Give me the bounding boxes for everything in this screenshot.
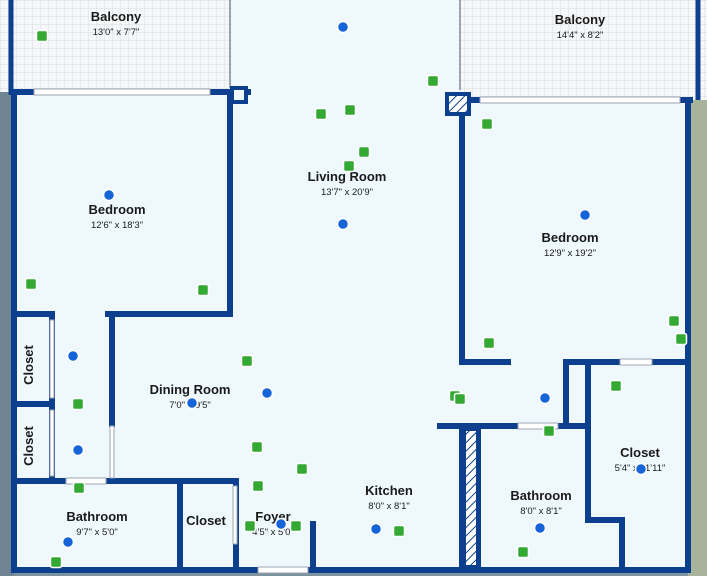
room-dimensions: 8'0" x 8'1" (520, 506, 562, 517)
room-name: Bathroom (66, 509, 127, 524)
photo-marker-blue[interactable] (538, 391, 552, 405)
photo-marker-blue[interactable] (533, 521, 547, 535)
photo-marker-blue[interactable] (274, 517, 288, 531)
room-label-closet-1: Closet (21, 344, 36, 384)
photo-marker-blue[interactable] (369, 522, 383, 536)
photo-marker-green[interactable] (251, 479, 265, 493)
photo-marker-green[interactable] (480, 117, 494, 131)
room-label-bedroom-right: Bedroom 12'9" x 19'2" (541, 230, 598, 259)
room-dimensions: 4'5" x 5'0" (252, 527, 294, 538)
room-label-kitchen: Kitchen 8'0" x 8'1" (365, 483, 413, 512)
photo-marker-green[interactable] (250, 440, 264, 454)
room-name: Balcony (555, 12, 606, 27)
photo-marker-green[interactable] (453, 392, 467, 406)
photo-marker-green[interactable] (314, 107, 328, 121)
kitchen-counter (464, 429, 478, 567)
photo-marker-blue[interactable] (61, 535, 75, 549)
photo-marker-green[interactable] (392, 524, 406, 538)
openings (33, 88, 681, 574)
room-label-balcony-left: Balcony 13'0" x 7'7" (91, 9, 142, 38)
room-name: Dining Room (150, 382, 231, 397)
room-label-bathroom-right: Bathroom 8'0" x 8'1" (510, 488, 571, 517)
room-label-bedroom-left: Bedroom 12'6" x 18'3" (88, 202, 145, 231)
photo-marker-green[interactable] (674, 332, 688, 346)
photo-marker-green[interactable] (342, 159, 356, 173)
room-name: Closet (21, 344, 36, 384)
photo-marker-green[interactable] (240, 354, 254, 368)
room-name: Balcony (91, 9, 142, 24)
room-dimensions: 14'4" x 8'2" (557, 30, 604, 41)
outside-left (0, 90, 14, 576)
photo-marker-blue[interactable] (578, 208, 592, 222)
photo-marker-green[interactable] (482, 336, 496, 350)
room-name: Living Room (308, 169, 387, 184)
photo-marker-green[interactable] (71, 397, 85, 411)
photo-marker-green[interactable] (35, 29, 49, 43)
room-name: Bathroom (510, 488, 571, 503)
photo-marker-green[interactable] (516, 545, 530, 559)
photo-marker-green[interactable] (295, 462, 309, 476)
photo-marker-green[interactable] (357, 145, 371, 159)
room-label-balcony-right: Balcony 14'4" x 8'2" (555, 12, 606, 41)
room-label-closet-2: Closet (21, 425, 36, 465)
photo-marker-green[interactable] (72, 481, 86, 495)
photo-marker-blue[interactable] (336, 217, 350, 231)
room-name: Closet (186, 513, 226, 528)
photo-marker-green[interactable] (343, 103, 357, 117)
room-name: Closet (620, 445, 660, 460)
photo-marker-green[interactable] (289, 519, 303, 533)
photo-marker-blue[interactable] (102, 188, 116, 202)
photo-marker-green[interactable] (49, 555, 63, 569)
room-dimensions: 8'0" x 8'1" (368, 501, 410, 512)
photo-marker-blue[interactable] (185, 396, 199, 410)
column-right (445, 92, 471, 116)
photo-marker-green[interactable] (667, 314, 681, 328)
photo-marker-blue[interactable] (336, 20, 350, 34)
photo-marker-green[interactable] (609, 379, 623, 393)
photo-marker-green[interactable] (243, 519, 257, 533)
room-dimensions: 9'7" x 5'0" (76, 527, 118, 538)
room-dimensions: 13'7" x 20'9" (321, 187, 373, 198)
room-name: Bedroom (88, 202, 145, 217)
room-dimensions: 13'0" x 7'7" (93, 27, 140, 38)
column-left (230, 86, 248, 104)
room-dimensions: 12'9" x 19'2" (544, 248, 596, 259)
photo-marker-green[interactable] (196, 283, 210, 297)
room-label-closet-small: Closet (186, 513, 226, 528)
photo-marker-blue[interactable] (260, 386, 274, 400)
room-name: Kitchen (365, 483, 413, 498)
outside-right (688, 90, 707, 576)
photo-marker-blue[interactable] (71, 443, 85, 457)
balcony-walls (8, 0, 701, 100)
room-name: Closet (21, 425, 36, 465)
photo-marker-green[interactable] (24, 277, 38, 291)
room-label-living-room: Living Room 13'7" x 20'9" (308, 169, 387, 198)
photo-marker-blue[interactable] (66, 349, 80, 363)
balcony-right-floor (458, 0, 707, 100)
photo-marker-green[interactable] (542, 424, 556, 438)
photo-marker-green[interactable] (426, 74, 440, 88)
room-dimensions: 12'6" x 18'3" (91, 220, 143, 231)
room-name: Bedroom (541, 230, 598, 245)
balcony-left-floor (0, 0, 232, 92)
photo-marker-blue[interactable] (634, 462, 648, 476)
room-label-bathroom-left: Bathroom 9'7" x 5'0" (66, 509, 127, 538)
